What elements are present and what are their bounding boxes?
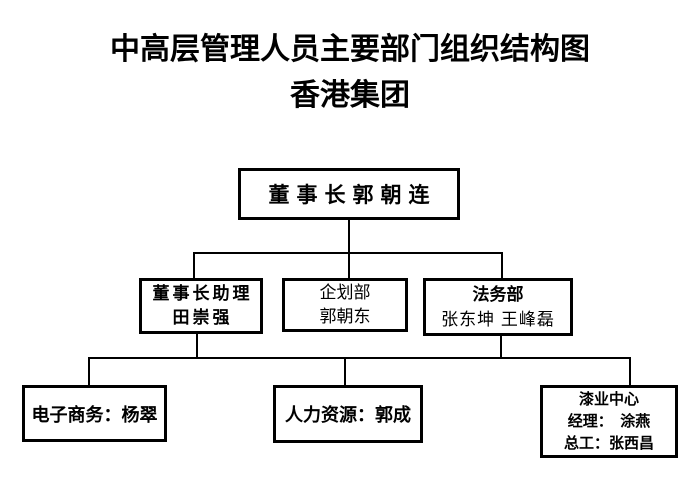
node-chairman-label: 董事长郭朝连 (268, 184, 437, 207)
connector-rail-level3 (88, 357, 631, 359)
node-chairman-assistant: 董事长助理 田崇强 (139, 278, 263, 334)
node-legal-dept: 法务部 张东坤 王峰磊 (423, 278, 573, 336)
connector-legal-to-rail (500, 334, 502, 359)
node-paint-center-manager: 经理： 涂燕 (567, 412, 651, 430)
connector-drop-paint-center (629, 357, 631, 386)
node-chairman: 董事长郭朝连 (238, 168, 460, 220)
node-paint-center-title: 漆业中心 (578, 390, 639, 408)
connector-drop-planning (348, 252, 350, 279)
node-paint-center: 漆业中心 经理： 涂燕 总工：张西昌 (540, 385, 678, 458)
connector-drop-assistant (193, 252, 195, 279)
node-legal-persons: 张东坤 王峰磊 (441, 310, 555, 329)
node-ecommerce: 电子商务：杨翠 (22, 385, 167, 442)
connector-drop-ecommerce (88, 357, 90, 386)
connector-root-vertical (348, 219, 350, 254)
node-human-resources: 人力资源：郭成 (273, 385, 423, 443)
node-assistant-title: 董事长助理 (152, 284, 253, 303)
chart-title: 中高层管理人员主要部门组织结构图 (110, 33, 590, 66)
node-assistant-person: 田崇强 (172, 308, 233, 327)
connector-drop-legal (501, 252, 503, 279)
node-hr-label: 人力资源：郭成 (285, 405, 411, 425)
node-planning-dept: 企划部 郭朝东 (282, 278, 408, 332)
chart-subtitle: 香港集团 (290, 79, 410, 112)
connector-assistant-to-rail (196, 332, 198, 359)
node-legal-title: 法务部 (472, 285, 524, 304)
node-planning-person: 郭朝东 (319, 307, 371, 326)
node-paint-center-engineer: 总工：张西昌 (563, 434, 654, 452)
node-ecommerce-label: 电子商务：杨翠 (31, 404, 158, 425)
connector-drop-hr (344, 357, 346, 386)
node-planning-title: 企划部 (319, 283, 371, 302)
